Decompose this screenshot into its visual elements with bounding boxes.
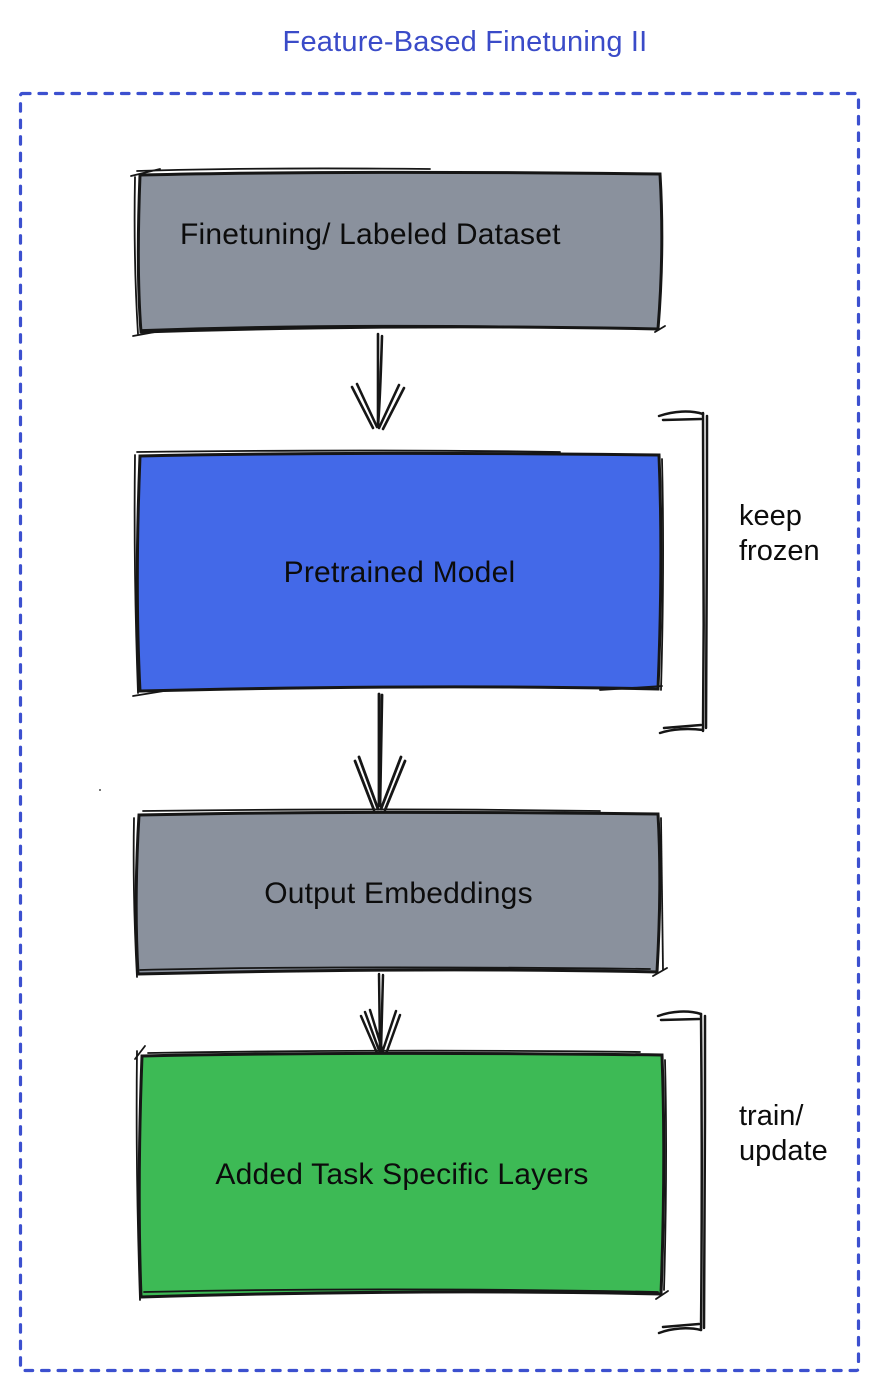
sketch-overdraw (132, 808, 668, 978)
node-added-task-layers-shape (134, 1045, 669, 1301)
edge-embeddings-to-layers (359, 972, 402, 1056)
sketch-overdraw (130, 167, 666, 337)
node-label-finetuning-dataset: Finetuning/ Labeled Dataset (180, 218, 561, 251)
annotation-keep-frozen: keep frozen (739, 500, 820, 567)
box-fill-blue (135, 451, 663, 693)
node-label-output-embeddings: Output Embeddings (264, 876, 533, 910)
page-title: Feature-Based Finetuning II (282, 26, 648, 58)
box-fill-green (137, 1051, 666, 1299)
box-fill-gray-1 (136, 170, 664, 334)
annotation-train-update: train/ update (739, 1100, 828, 1167)
bracket-keep-frozen (657, 410, 709, 735)
sketch-overdraw (134, 1045, 669, 1301)
node-finetuning-dataset-shape (130, 167, 666, 337)
edge-model-to-embeddings (353, 692, 407, 812)
sketch-overdraw (99, 449, 664, 791)
node-pretrained-model-shape (99, 449, 664, 791)
node-output-embeddings-shape (132, 808, 668, 978)
dashed-frame (18, 91, 861, 1373)
node-label-added-task-layers: Added Task Specific Layers (215, 1158, 589, 1191)
box-fill-gray-2 (134, 810, 662, 976)
bracket-train-update (656, 1010, 707, 1335)
node-label-pretrained-model: Pretrained Model (283, 555, 516, 589)
edge-dataset-to-model (350, 332, 406, 431)
